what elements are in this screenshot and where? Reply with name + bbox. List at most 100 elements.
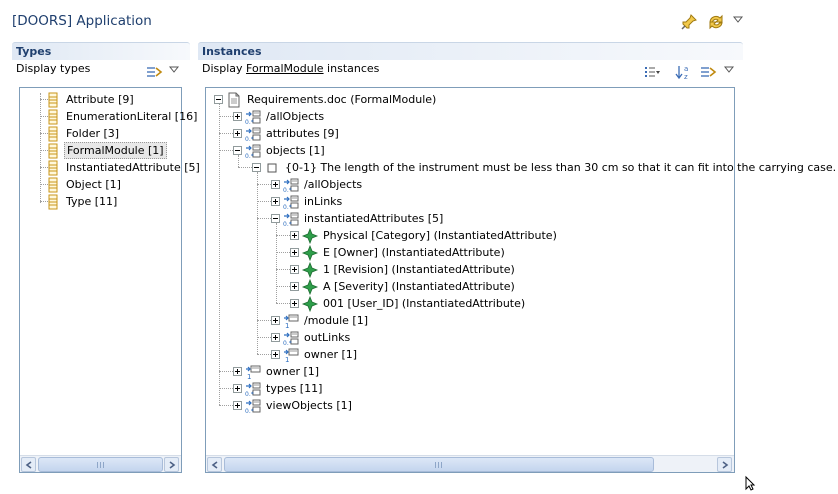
- type-item-label: Folder [3]: [66, 127, 120, 140]
- scroll-left-button[interactable]: [21, 457, 36, 472]
- attribute-icon: [301, 244, 319, 261]
- expand-icon[interactable]: [290, 231, 299, 240]
- reference-many-icon: 0.*: [283, 211, 299, 228]
- tree-node[interactable]: A [Severity] (InstantiatedAttribute): [290, 278, 517, 295]
- expand-icon[interactable]: [233, 401, 242, 410]
- instances-horizontal-scrollbar[interactable]: [206, 455, 734, 472]
- object-icon: [264, 160, 280, 176]
- type-item-label: Type [11]: [66, 195, 118, 208]
- tree-node-label: attributes [9]: [266, 127, 339, 140]
- reference-many-icon: 0.*: [245, 126, 261, 143]
- list-view-icon[interactable]: [643, 64, 661, 80]
- svg-text:0.*: 0.*: [245, 136, 254, 143]
- instances-filter-icon[interactable]: [699, 64, 717, 80]
- tree-node-label: A [Severity] (InstantiatedAttribute): [323, 280, 515, 293]
- pin-icon[interactable]: [680, 13, 698, 31]
- type-item-folder[interactable]: Folder [3]: [42, 125, 121, 142]
- tree-node[interactable]: 0.*instantiatedAttributes [5]: [271, 210, 445, 228]
- expand-icon[interactable]: [290, 265, 299, 274]
- collapse-icon[interactable]: [233, 146, 242, 155]
- tree-node[interactable]: {0-1} The length of the instrument must …: [252, 159, 838, 176]
- attribute-icon: [301, 261, 319, 278]
- tree-node[interactable]: 0.*types [11]: [233, 380, 324, 398]
- type-icon: [45, 177, 61, 193]
- formal-module-link[interactable]: FormalModule: [246, 62, 324, 75]
- type-icon: [45, 109, 61, 125]
- tree-node[interactable]: 0.*/allObjects: [271, 176, 364, 194]
- svg-text:z: z: [684, 73, 688, 81]
- expand-icon[interactable]: [233, 112, 242, 121]
- instances-subtitle-prefix: Display: [202, 62, 247, 75]
- expand-icon[interactable]: [271, 316, 280, 325]
- tree-node-label: /module [1]: [304, 314, 369, 327]
- tree-node-label: inLinks: [304, 195, 343, 208]
- scroll-right-button[interactable]: [717, 457, 732, 472]
- type-item-formalmodule[interactable]: FormalModule [1]: [42, 142, 167, 159]
- document-icon: [226, 92, 242, 108]
- types-list[interactable]: Attribute [9] EnumerationLiteral [16] Fold…: [19, 87, 200, 473]
- sync-icon[interactable]: [707, 13, 725, 31]
- attribute-icon: [301, 227, 319, 244]
- type-item-enumerationliteral[interactable]: EnumerationLiteral [16]: [42, 108, 199, 125]
- tree-node[interactable]: 1/module [1]: [271, 312, 370, 330]
- expand-icon[interactable]: [233, 129, 242, 138]
- tree-node[interactable]: 0.* viewObjects [1]: [233, 397, 354, 415]
- expand-icon[interactable]: [290, 282, 299, 291]
- tree-node[interactable]: 0.*/allObjects: [233, 108, 326, 126]
- type-item-label: FormalModule [1]: [64, 142, 167, 159]
- svg-text:0.*: 0.*: [245, 408, 254, 415]
- tree-node-label: viewObjects [1]: [266, 399, 352, 412]
- reference-one-icon: 1: [283, 313, 299, 330]
- collapse-icon[interactable]: [214, 95, 223, 104]
- type-item-attribute[interactable]: Attribute [9]: [42, 91, 136, 108]
- types-menu-icon[interactable]: [168, 65, 180, 75]
- tree-node-label: objects [1]: [266, 144, 325, 157]
- type-icon: [45, 194, 61, 210]
- tree-node-label: Requirements.doc (FormalModule): [247, 93, 437, 106]
- tree-node[interactable]: 1 [Revision] (InstantiatedAttribute): [290, 261, 517, 278]
- instances-tree[interactable]: Requirements.doc (FormalModule) 0.*/allOb…: [205, 87, 836, 473]
- tree-node[interactable]: Requirements.doc (FormalModule): [214, 91, 438, 108]
- svg-text:0.*: 0.*: [283, 204, 292, 211]
- type-item-instantiatedattribute[interactable]: InstantiatedAttribute [5]: [42, 159, 202, 176]
- expand-icon[interactable]: [233, 384, 242, 393]
- tree-node[interactable]: 0.* attributes [9]: [233, 125, 341, 143]
- types-scroll-thumb[interactable]: [38, 457, 163, 472]
- expand-icon[interactable]: [233, 367, 242, 376]
- collapse-icon[interactable]: [252, 163, 261, 172]
- tree-node-label: outLinks: [304, 331, 351, 344]
- tree-node[interactable]: Physical [Category] (InstantiatedAttribu…: [290, 227, 559, 244]
- collapse-icon[interactable]: [271, 214, 280, 223]
- filter-icon[interactable]: [145, 64, 163, 80]
- tree-node[interactable]: 0.* inLinks: [271, 193, 344, 211]
- tree-node-label: owner [1]: [304, 348, 358, 361]
- type-item-label: InstantiatedAttribute [5]: [66, 161, 200, 174]
- tree-node-label: E [Owner] (InstantiatedAttribute): [323, 246, 505, 259]
- type-item-object[interactable]: Object [1]: [42, 176, 123, 193]
- tree-node[interactable]: 0.* outLinks: [271, 329, 352, 347]
- tree-node[interactable]: 001 [User_ID] (InstantiatedAttribute): [290, 295, 527, 312]
- tree-node[interactable]: 0.*objects [1]: [233, 142, 327, 160]
- type-item-type[interactable]: Type [11]: [42, 193, 119, 210]
- type-item-label: Attribute [9]: [66, 93, 134, 106]
- expand-icon[interactable]: [271, 333, 280, 342]
- view-menu-icon[interactable]: [732, 15, 744, 25]
- instances-menu-icon[interactable]: [723, 65, 735, 75]
- expand-icon[interactable]: [290, 248, 299, 257]
- scroll-right-button[interactable]: [164, 457, 179, 472]
- svg-text:0.*: 0.*: [283, 340, 292, 347]
- expand-icon[interactable]: [271, 197, 280, 206]
- reference-many-icon: 0.*: [283, 177, 299, 194]
- expand-icon[interactable]: [271, 350, 280, 359]
- type-icon: [45, 92, 61, 108]
- tree-node[interactable]: E [Owner] (InstantiatedAttribute): [290, 244, 507, 261]
- tree-node-label: {0-1} The length of the instrument must …: [285, 161, 837, 174]
- scroll-left-button[interactable]: [207, 457, 222, 472]
- expand-icon[interactable]: [271, 180, 280, 189]
- expand-icon[interactable]: [290, 299, 299, 308]
- types-horizontal-scrollbar[interactable]: [20, 455, 181, 472]
- instances-scroll-thumb[interactable]: [224, 457, 654, 472]
